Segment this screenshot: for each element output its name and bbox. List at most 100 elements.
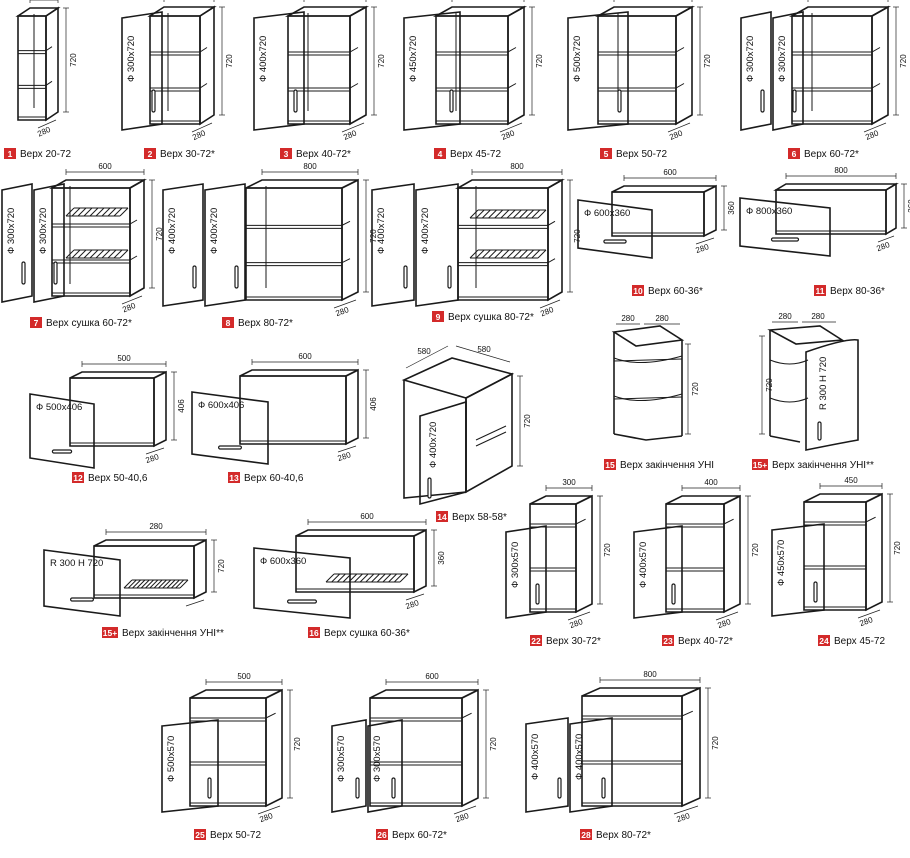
cabinet-label: Верх 30-72*	[160, 149, 215, 160]
dimension-height: 720	[691, 382, 700, 396]
handle-icon	[770, 237, 800, 242]
dimension-width: 580	[477, 345, 491, 354]
handle-icon	[449, 89, 454, 113]
door-size-label: Ф 300х720	[38, 208, 49, 254]
dimension-height: 406	[177, 399, 186, 413]
handle-icon	[391, 777, 396, 799]
cabinet-label: Верх 45-72	[450, 149, 501, 160]
dimension-height: 720	[69, 53, 78, 67]
dimension-height: 406	[369, 397, 378, 411]
number-badge-text: 22	[531, 636, 541, 646]
dimension-width: 280	[655, 314, 669, 323]
dimension-height: 720	[765, 378, 774, 392]
dimension-height: 720	[703, 54, 712, 68]
cabinet-1: 2007202801Верх 20-72	[4, 0, 78, 160]
handle-icon	[557, 777, 562, 799]
handle-icon	[617, 89, 622, 113]
dimension-width: 600	[98, 162, 112, 171]
number-badge-text: 26	[377, 830, 387, 840]
cabinet-4: Ф 450х7204507202804Верх 45-72	[403, 0, 544, 160]
dimension-width: 280	[621, 314, 635, 323]
cabinet-label: Верх 50-72	[210, 830, 261, 841]
handle-icon	[287, 599, 318, 604]
door-size-label: Ф 300х720	[745, 36, 756, 82]
number-badge-text: 28	[581, 830, 591, 840]
number-badge-text: 15+	[753, 460, 767, 470]
door-size-label: Ф 400х570	[530, 734, 541, 780]
dimension-depth: 280	[668, 128, 684, 142]
cabinet-label: Верх 80-36*	[830, 286, 885, 297]
dimension-depth: 280	[500, 128, 516, 142]
handle-icon	[53, 261, 58, 285]
door-size-label: R 300 H 720	[818, 357, 829, 410]
cabinet-label: Верх 40-72*	[296, 149, 351, 160]
number-badge	[662, 635, 674, 646]
dimension-width: 400	[704, 478, 718, 487]
number-badge	[432, 311, 444, 322]
dimension-height: 720	[489, 737, 498, 751]
dimension-height: 720	[899, 54, 908, 68]
dimension-depth: 280	[336, 450, 352, 463]
number-badge-text: 1	[8, 149, 13, 159]
number-badge	[376, 829, 388, 840]
dimension-depth: 280	[121, 301, 137, 315]
number-badge	[788, 148, 800, 159]
number-badge-text: 2	[148, 149, 153, 159]
dimension-depth: 280	[694, 242, 710, 255]
handle-icon	[293, 89, 298, 113]
number-badge	[194, 829, 206, 840]
number-badge-text: 3	[284, 149, 289, 159]
dimension-width: 300	[562, 478, 576, 487]
cabinet-label: Верх 80-72*	[238, 318, 293, 329]
number-badge	[228, 472, 240, 483]
cabinet-caption: 13 Верх 60-40,6	[228, 472, 304, 484]
cabinet-caption: 15+Верх закінчення УНІ**	[102, 627, 224, 639]
number-badge	[30, 317, 42, 328]
dimension-height: 720	[377, 54, 386, 68]
number-badge	[144, 148, 156, 159]
number-badge	[436, 511, 448, 522]
handle-icon	[447, 265, 452, 289]
door-size-label: Ф 500х720	[572, 36, 583, 82]
number-badge-text: 11	[816, 286, 825, 296]
dimension-width: 500	[237, 672, 251, 681]
cabinet-label: Верх 60-72*	[804, 149, 859, 160]
door-size-label: Ф 500х406	[36, 402, 82, 413]
door-size-label: Ф 400х720	[209, 208, 220, 254]
number-badge-text: 13	[229, 473, 239, 483]
number-badge	[580, 829, 592, 840]
cabinet-label: Верх 60-36*	[648, 286, 703, 297]
dimension-width: 280	[149, 522, 163, 531]
cabinet-label: Верх 60-72*	[392, 830, 447, 841]
door-size-label: Ф 300х570	[336, 736, 347, 782]
handle-icon	[671, 583, 676, 605]
number-badge-text: 15+	[103, 628, 117, 638]
cabinet-caption: 11 Верх 80-36*	[814, 285, 885, 297]
cabinet-label: Верх сушка 80-72*	[448, 312, 534, 323]
handle-icon	[151, 89, 156, 113]
door-size-label: Ф 600х406	[198, 400, 244, 411]
door-size-label: Ф 600х360	[584, 208, 630, 219]
handle-icon	[218, 445, 243, 450]
number-badge	[600, 148, 612, 159]
cabinet-label: Верх 60-40,6	[244, 473, 304, 484]
